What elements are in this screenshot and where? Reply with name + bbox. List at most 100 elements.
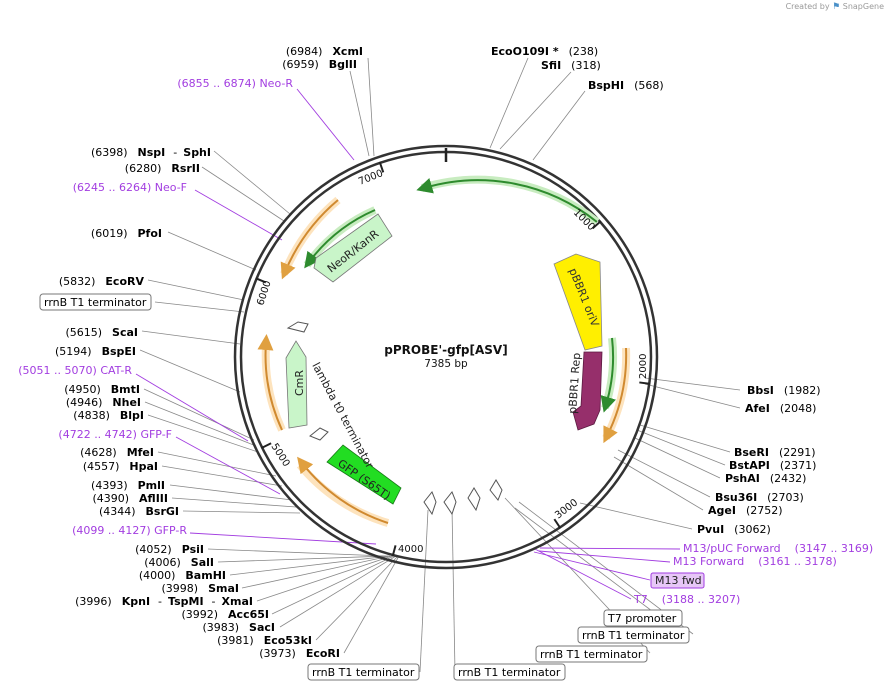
primer-leader-line-8: [532, 547, 632, 600]
site-label-bsrgi: (4344)BsrGI: [99, 505, 179, 518]
site-label-agei: AgeI(2752): [708, 504, 783, 517]
tick-label-3000: 3000: [553, 497, 580, 521]
primer-leader-line-1: [194, 189, 283, 241]
snapgene-logo-text: SnapGene: [842, 2, 884, 11]
leader-line-4: [532, 90, 586, 161]
leader-line-20: [143, 388, 255, 441]
tick-mark-5000: [260, 442, 272, 450]
leader-line-23: [157, 451, 277, 477]
leader-line-11: [613, 456, 704, 511]
leader-line-3: [499, 71, 572, 150]
terminator-arrow-3: [423, 491, 437, 516]
site-label-afei: AfeI(2048): [745, 402, 816, 415]
tick-mark-3000: [553, 518, 562, 529]
terminator-arrow-1: [286, 321, 309, 333]
leader-lines: [135, 57, 741, 673]
primer-m13-fwd-box: [650, 572, 705, 589]
orange-arc-2-line: [280, 199, 339, 280]
right-site-labels: EcoO109I *(238) SfiI(318) BspHI(568) Bbs…: [491, 45, 820, 536]
site-label-bglii: (6959)BglII: [282, 58, 357, 71]
primer-m13-fwd: M13 fwd: [655, 574, 702, 587]
feature-label-cmr: CmR: [293, 370, 306, 396]
leader-line-29: [217, 555, 389, 563]
leader-line-0: [367, 57, 375, 157]
site-label-bsphi: BspHI(568): [588, 79, 664, 92]
site-label-mfei: (4628)MfeI: [80, 446, 154, 459]
leader-line-32: [256, 555, 393, 602]
tick-mark-2000: [639, 381, 651, 385]
leader-line-6: [644, 383, 741, 409]
terminator-arrow-4: [443, 491, 457, 516]
boxed-rrnb-1: rrnB T1 terminator: [44, 296, 147, 309]
orf-arrow-neo-line: [304, 209, 376, 269]
tick-label-1000: 1000: [571, 207, 597, 233]
orange-arc-3-line: [257, 334, 283, 431]
site-label-rsrii: (6280)RsrII: [125, 162, 200, 175]
boxed-t7-promoter-box: [603, 609, 683, 627]
leader-line-30: [229, 555, 390, 576]
site-label-bbsi: BbsI(1982): [747, 384, 820, 397]
site-label-acc65i: (3992)Acc65I: [181, 608, 269, 621]
primer-leader-line-0: [296, 88, 355, 161]
leader-line-15: [167, 231, 257, 271]
orf-arrows: [303, 175, 618, 413]
site-label-ecorv: (5832)EcoRV: [59, 275, 145, 288]
primer-neo-r: (6855 .. 6874) Neo-R: [177, 77, 293, 90]
site-label-ecori: (3973)EcoRI: [259, 647, 340, 660]
orf-arrow-rep-line: [600, 337, 616, 413]
leader-line-41: [451, 507, 456, 673]
primer-gfp-r: (4099 .. 4127) GFP-R: [72, 524, 187, 537]
tick-mark-4000: [391, 545, 397, 557]
primer-leader-line-2: [135, 373, 249, 442]
primer-gfp-f: (4722 .. 4742) GFP-F: [58, 428, 172, 441]
leader-line-40: [419, 509, 429, 673]
tick-label-2000: 2000: [638, 354, 649, 379]
site-label-sali: (4006)SalI: [144, 556, 214, 569]
leader-line-17: [154, 301, 245, 313]
leader-line-34: [279, 555, 397, 628]
plasmid-length: 7385 bp: [424, 358, 468, 370]
boxed-labels: rrnB T1 terminator T7 promoter rrnB T1 t…: [39, 293, 690, 681]
site-label-sfii: SfiI(318): [541, 59, 601, 72]
site-label-eco53ki: (3981)Eco53kI: [217, 634, 312, 647]
site-label-bmti: (4950)BmtI: [64, 383, 140, 396]
leader-line-28: [207, 548, 387, 557]
site-label-bseri: BseRI(2291): [734, 446, 816, 459]
left-site-labels: (6984)XcmI (6959)BglII (6398)NspI-SphI (…: [55, 45, 363, 660]
tick-label-4000: 4000: [398, 544, 423, 555]
leader-line-7: [639, 424, 731, 453]
leader-line-22: [147, 414, 259, 453]
backbone-outer: [233, 144, 659, 570]
primer-leader-line-6: [538, 550, 671, 563]
site-label-saci: (3983)SacI: [202, 621, 275, 634]
site-label-nspi-sphi: (6398)NspI-SphI: [91, 146, 211, 159]
site-label-pfoi: (6019)PfoI: [91, 227, 162, 240]
terminator-arrow-2: [309, 427, 329, 441]
boxed-rrnb-5-box: [453, 663, 566, 681]
leader-line-1: [349, 70, 370, 157]
orange-arc-1-line: [603, 347, 628, 444]
leader-line-9: [634, 437, 721, 479]
feature-neor-kanr: [313, 213, 393, 283]
left-primer-labels: (6855 .. 6874) Neo-R (6245 .. 6264) Neo-…: [18, 77, 293, 537]
leader-line-26: [171, 497, 297, 508]
feature-pbbr1-rep: [572, 351, 603, 431]
leader-line-2: [489, 57, 529, 149]
boxed-rrnb-3: rrnB T1 terminator: [540, 648, 643, 661]
leader-line-24: [161, 465, 283, 487]
leader-line-8: [636, 429, 726, 466]
boxed-rrnb-5: rrnB T1 terminator: [458, 666, 561, 679]
site-label-pvui: PvuI(3062): [697, 523, 771, 536]
terminator-arrows: [286, 321, 503, 516]
site-label-psii: (4052)PsiI: [135, 543, 204, 556]
site-label-ecoo109i: EcoO109I *(238): [491, 45, 598, 58]
terminator-arrow-5: [467, 487, 481, 512]
tick-mark-1000: [591, 220, 602, 230]
boxed-rrnb-4: rrnB T1 terminator: [312, 666, 415, 679]
plasmid-name: pPROBE'-gfp[ASV]: [384, 343, 507, 357]
leader-line-12: [579, 502, 693, 530]
site-label-bamhi: (4000)BamHI: [139, 569, 226, 582]
orange-arcs: [257, 196, 631, 527]
orange-arc-4-line: [297, 456, 389, 524]
primer-leader-line-5: [539, 547, 681, 550]
